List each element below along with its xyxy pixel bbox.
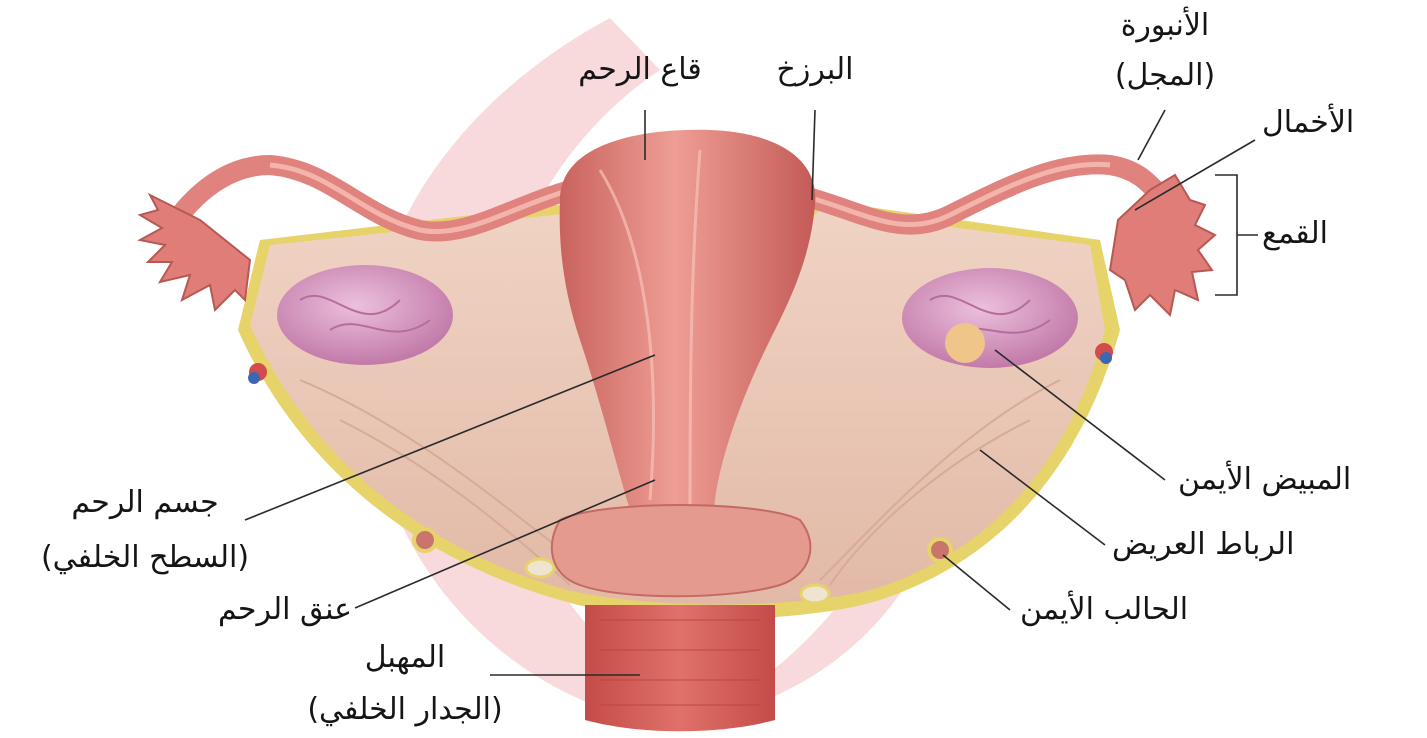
label-right-ovary: المبيض الأيمن xyxy=(1178,462,1418,498)
label-tube-ampulla-sub: (المجل) xyxy=(1080,58,1250,94)
label-right-ureter: الحالب الأيمن xyxy=(1020,592,1250,628)
vagina xyxy=(585,605,775,731)
label-cervix: عنق الرحم xyxy=(195,592,375,628)
fimbriae-right xyxy=(1110,175,1215,315)
label-vagina-sub: (الجدار الخلفي) xyxy=(270,692,540,728)
label-uterus-body: جسم الرحم xyxy=(20,485,270,521)
label-fimbriae: الأخمال xyxy=(1262,105,1412,141)
label-infundibulum: القمع xyxy=(1262,216,1382,252)
label-isthmus: البرزخ xyxy=(760,52,870,88)
label-vagina: المهبل xyxy=(330,640,480,676)
label-tube-ampulla: الأنبورة xyxy=(1080,8,1250,44)
label-fundus: قاع الرحم xyxy=(540,52,740,88)
label-uterus-body-sub: (السطح الخلفي) xyxy=(0,540,290,576)
label-broad-ligament: الرباط العريض xyxy=(1112,527,1342,563)
